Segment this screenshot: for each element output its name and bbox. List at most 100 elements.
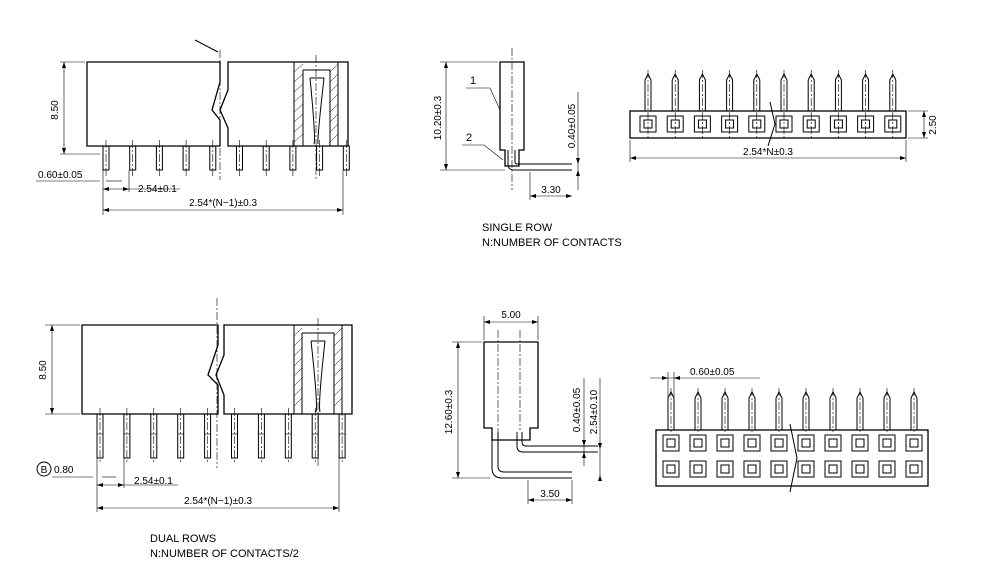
single-row-top-socket <box>666 115 684 133</box>
dual-row-top-pin <box>802 390 810 430</box>
single-row-top-socket <box>857 115 875 133</box>
dual-row-top-socket <box>905 460 923 478</box>
dual-row-top-socket-inner <box>882 464 892 474</box>
single-row-top-socket-inner <box>643 119 653 129</box>
dual-row-top-pin <box>667 390 675 430</box>
sr-front-pin-width-label: 0.60±0.05 <box>38 170 83 181</box>
dual-row-front-view: 8.50 B 0.80 2.54±0.1 2.54*(N−1)±0.3 <box>36 298 353 512</box>
dual-row-top-pin <box>829 390 837 430</box>
dual-row-top-socket <box>770 434 788 452</box>
dr-side-width-label: 5.00 <box>501 310 521 321</box>
dr-caption-line2: N:NUMBER OF CONTACTS/2 <box>150 548 299 560</box>
single-row-top-pins <box>639 70 902 140</box>
dual-row-top-pin <box>883 390 891 430</box>
dual-row-top-socket <box>824 434 842 452</box>
single-row-top-view: 2.50 2.54*N±0.3 <box>629 70 939 162</box>
single-row-top-socket-inner <box>888 119 898 129</box>
single-row-front-pins <box>102 140 350 176</box>
dual-row-top-socket <box>743 434 761 452</box>
dual-row-top-socket <box>689 434 707 452</box>
sr-front-height-label: 8.50 <box>50 100 61 120</box>
dual-row-top-socket <box>851 434 869 452</box>
single-row-top-socket <box>775 115 793 133</box>
dual-row-top-socket <box>797 434 815 452</box>
dual-row-top-pins <box>662 388 923 478</box>
dual-row-top-socket <box>878 460 896 478</box>
single-row-top-socket <box>693 115 711 133</box>
sr-top-width-label: 2.50 <box>928 115 939 135</box>
dual-row-top-socket <box>662 460 680 478</box>
dual-row-top-pin <box>775 390 783 430</box>
dr-top-pin-width-label: 0.60±0.05 <box>690 367 735 378</box>
sr-caption-line1: SINGLE ROW <box>482 222 553 234</box>
single-row-top-socket <box>802 115 820 133</box>
dual-row-top-view: 0.60±0.05 <box>650 367 929 493</box>
dr-side-bend-length-label: 3.50 <box>540 489 560 500</box>
dual-row-top-socket <box>905 434 923 452</box>
dual-row-top-socket-inner <box>855 438 865 448</box>
dual-row-top-socket <box>716 434 734 452</box>
single-row-top-socket <box>829 115 847 133</box>
dual-row-top-pin <box>856 390 864 430</box>
dual-row-top-socket <box>689 460 707 478</box>
dual-row-top-socket <box>743 460 761 478</box>
single-row-top-socket-inner <box>861 119 871 129</box>
dr-side-row-pitch-label: 2.54±0.10 <box>589 389 600 434</box>
dual-row-top-socket <box>878 434 896 452</box>
dual-row-top-socket-inner <box>747 464 757 474</box>
dual-row-top-pin <box>721 390 729 430</box>
dr-front-b-marker: B <box>41 465 48 476</box>
dr-front-overall-label: 2.54*(N−1)±0.3 <box>184 496 252 507</box>
dual-row-top-socket-inner <box>720 464 730 474</box>
single-row-top-socket <box>721 115 739 133</box>
dual-row-top-socket-inner <box>666 438 676 448</box>
single-row-front-view: 8.50 0.60±0.05 2.54±0.1 2.54*(N−1)±0.3 <box>36 39 350 215</box>
dr-caption-line1: DUAL ROWS <box>150 533 216 545</box>
dual-row-contact-section <box>293 318 343 468</box>
dual-row-top-socket-inner <box>720 438 730 448</box>
dual-row-top-socket-inner <box>693 438 703 448</box>
dual-row-top-socket <box>716 460 734 478</box>
single-row-top-socket-inner <box>752 119 762 129</box>
sr-caption-line2: N:NUMBER OF CONTACTS <box>482 237 622 249</box>
single-row-top-socket-inner <box>670 119 680 129</box>
dual-row-top-socket-inner <box>909 438 919 448</box>
dual-row-top-socket <box>797 460 815 478</box>
single-row-top-socket-inner <box>806 119 816 129</box>
dr-side-height-label: 12.60±0.3 <box>444 389 455 434</box>
dual-row-top-socket <box>662 434 680 452</box>
dual-row-top-socket-inner <box>828 438 838 448</box>
dual-row-top-socket-inner <box>801 464 811 474</box>
dual-row-top-socket-inner <box>855 464 865 474</box>
dual-row-side-view: 5.00 12.60±0.3 0.40±0.05 2.54±0.10 3.50 <box>444 310 602 504</box>
single-row-top-socket <box>748 115 766 133</box>
single-row-side-view: 1 2 10.20±0.3 0.40±0.05 3.30 <box>433 48 580 200</box>
dual-row-top-socket-inner <box>909 464 919 474</box>
sr-side-height-label: 10.20±0.3 <box>433 95 444 140</box>
single-row-top-socket-inner <box>697 119 707 129</box>
dr-front-pitch-label: 2.54±0.1 <box>134 476 173 487</box>
sr-side-callout-1: 1 <box>470 75 476 87</box>
sr-side-pin-thickness-label: 0.40±0.05 <box>567 103 578 148</box>
dual-row-top-socket <box>824 460 842 478</box>
dual-row-top-socket-inner <box>774 438 784 448</box>
sr-front-pitch-label: 2.54±0.1 <box>138 184 177 195</box>
dual-row-top-socket-inner <box>747 438 757 448</box>
dr-front-b-value: 0.80 <box>54 465 74 476</box>
dual-row-top-socket-inner <box>666 464 676 474</box>
single-row-top-socket <box>639 115 657 133</box>
single-row-contact-section <box>293 55 339 180</box>
dual-row-top-pin <box>910 390 918 430</box>
single-row-top-socket-inner <box>779 119 789 129</box>
dual-row-top-socket-inner <box>882 438 892 448</box>
dr-side-pin-thickness-label: 0.40±0.05 <box>572 387 583 432</box>
dual-row-top-socket-inner <box>801 438 811 448</box>
dual-row-front-pins <box>96 408 346 464</box>
dual-row-top-socket <box>851 460 869 478</box>
dual-row-top-socket-inner <box>828 464 838 474</box>
dual-row-top-pin <box>694 390 702 430</box>
single-row-top-socket <box>884 115 902 133</box>
sr-top-length-label: 2.54*N±0.3 <box>743 147 793 158</box>
dual-row-top-socket <box>770 460 788 478</box>
